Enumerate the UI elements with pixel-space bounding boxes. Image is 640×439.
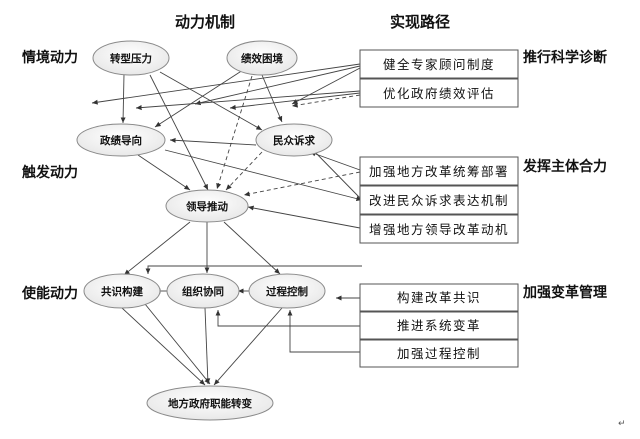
path-reform-consensus: 构建改革共识	[359, 283, 519, 312]
edge-demands-leadership	[225, 151, 263, 191]
label-change-management: 加强变革管理	[522, 284, 607, 301]
edge-consensus-function-2	[144, 303, 211, 385]
edge-pressure-demands	[159, 71, 263, 131]
edge-expert-left	[91, 63, 361, 105]
node-label: 转型压力	[110, 52, 152, 65]
node-process-control: 过程控制	[248, 273, 326, 309]
node-label: 政绩导向	[100, 134, 142, 147]
node-label: 地方政府职能转变	[168, 397, 252, 410]
node-performance-orientation: 政绩导向	[76, 123, 166, 157]
node-consensus-building: 共识构建	[83, 273, 161, 309]
path-systematic-reform: 推进系统变革	[359, 311, 519, 340]
edge-demandexpr-demands	[311, 148, 361, 199]
edge-process-function	[213, 307, 283, 386]
node-label: 过程控制	[266, 285, 308, 298]
edge-expert-right	[291, 67, 361, 105]
node-label: 绩效困境	[241, 52, 283, 65]
edge-dilemma-demands	[261, 74, 283, 123]
node-organizational-coordination: 组织协同	[166, 273, 240, 309]
node-label: 共识构建	[101, 285, 143, 298]
edge-dilemma-leadership	[216, 75, 253, 190]
path-performance-evaluation: 优化政府绩效评估	[359, 78, 519, 108]
path-label: 优化政府绩效评估	[383, 86, 495, 101]
edge-orientation-leadership	[137, 154, 191, 191]
header-paths: 实现路径	[390, 13, 450, 31]
edge-processpath-process	[287, 310, 360, 353]
path-label: 增强地方领导改革动机	[369, 222, 509, 237]
edge-pressure-leadership	[149, 74, 209, 191]
path-process-control: 加强过程控制	[359, 339, 519, 368]
label-situational-dynamics: 情境动力	[22, 49, 78, 66]
path-label: 加强过程控制	[397, 346, 481, 361]
edge-evaluation-mid	[229, 92, 361, 110]
label-scientific-diagnosis: 推行科学诊断	[523, 49, 607, 66]
edge-evaluation-left	[135, 90, 361, 111]
path-label: 健全专家顾问制度	[383, 57, 495, 72]
node-public-demands: 民众诉求	[255, 123, 333, 157]
path-reform-planning: 加强地方改革统筹部署	[359, 156, 519, 186]
node-label: 组织协同	[182, 285, 224, 298]
connections	[91, 63, 363, 386]
node-label: 领导推动	[186, 200, 228, 213]
label-enabling-dynamics: 使能动力	[21, 285, 78, 302]
node-performance-dilemma: 绩效困境	[226, 40, 298, 76]
path-reform-motivation: 增强地方领导改革动机	[359, 214, 519, 244]
paragraph-mark: ↵	[618, 419, 626, 429]
edge-planning-leadership	[243, 171, 361, 197]
edge-expert-mid	[194, 65, 361, 106]
label-trigger-dynamics: 触发动力	[21, 164, 78, 181]
node-label: 民众诉求	[273, 134, 315, 147]
label-subject-synergy: 发挥主体合力	[522, 158, 607, 175]
edge-dilemma-orientation	[154, 69, 244, 128]
edge-consensus-bracket	[145, 265, 362, 274]
edge-consensus-function	[121, 307, 206, 386]
edge-demands-orientation	[169, 137, 257, 146]
path-expert-advisory: 健全专家顾问制度	[359, 49, 519, 79]
edge-leadership-consensus	[123, 221, 191, 276]
edge-evaluation-right	[291, 94, 361, 108]
node-transformation-pressure: 转型压力	[92, 40, 170, 76]
edge-motivation-leadership	[247, 205, 361, 229]
edge-systematic-coordination	[215, 310, 360, 327]
path-label: 加强地方改革统筹部署	[369, 164, 509, 179]
path-label: 改进民众诉求表达机制	[369, 193, 509, 208]
node-function-transformation: 地方政府职能转变	[146, 385, 274, 421]
path-label: 构建改革共识	[397, 290, 481, 305]
header-mechanism: 动力机制	[175, 13, 235, 31]
edge-leadership-process	[223, 221, 281, 275]
path-demand-expression: 改进民众诉求表达机制	[359, 185, 519, 215]
node-leadership-drive: 领导推动	[165, 189, 249, 223]
edge-orientation-demandexpr	[164, 149, 363, 202]
edge-coordination-function	[204, 307, 211, 385]
path-label: 推进系统变革	[397, 318, 481, 333]
